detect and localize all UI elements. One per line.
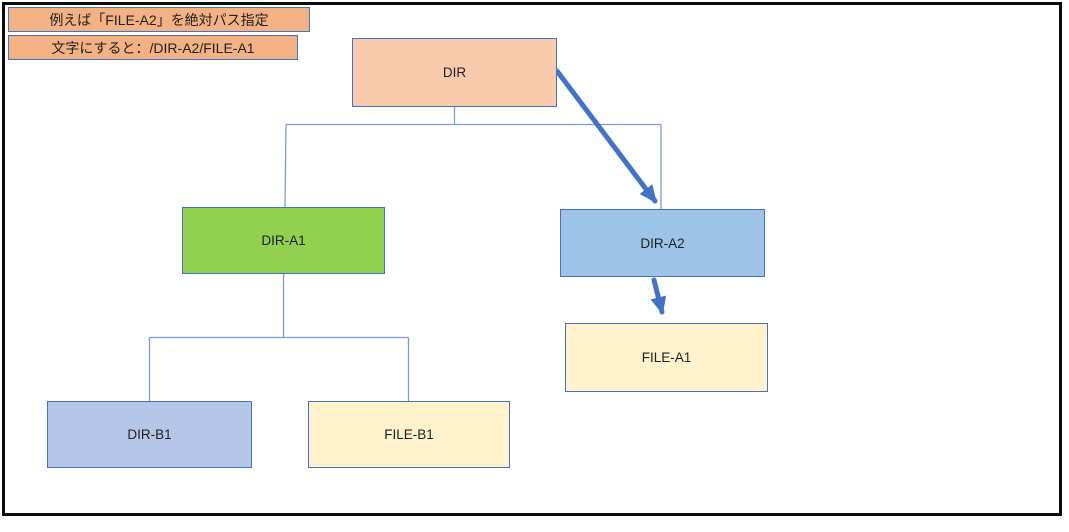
node-file-b1: FILE-B1 [308,401,510,468]
node-dir-a1: DIR-A1 [182,207,385,274]
node-label: FILE-A1 [641,350,692,365]
callout-absolute-path-example: 例えば「FILE-A2」を絶対パス指定 [8,7,310,32]
node-label: FILE-B1 [384,427,434,442]
callout-path-string: 文字にすると：/DIR-A2/FILE-A1 [8,35,298,60]
node-file-a1: FILE-A1 [565,323,768,392]
node-label: DIR [442,65,467,80]
node-dir: DIR [352,38,557,107]
diagram-frame [2,2,1062,516]
node-dir-a2: DIR-A2 [560,209,765,277]
callout-text: 例えば「FILE-A2」を絶対パス指定 [49,11,269,28]
callout-text: 文字にすると：/DIR-A2/FILE-A1 [51,39,255,56]
node-dir-b1: DIR-B1 [47,401,252,468]
node-label: DIR-B1 [127,427,172,442]
node-label: DIR-A2 [640,235,685,251]
node-label: DIR-A1 [261,233,306,248]
